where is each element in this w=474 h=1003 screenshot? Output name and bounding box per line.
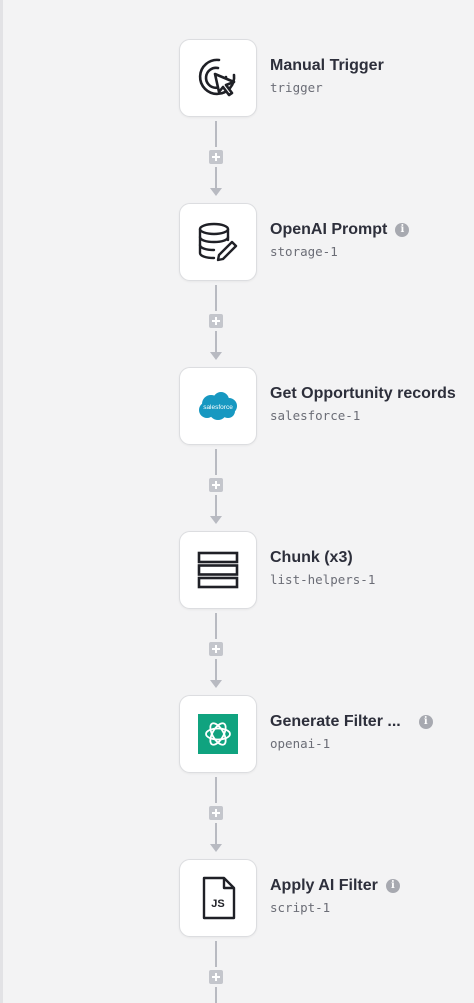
- node-title: Get Opportunity records: [270, 385, 456, 402]
- workflow-node-get-opportunity-records[interactable]: salesforce Get Opportunity records sales…: [179, 367, 474, 445]
- connector: [206, 449, 226, 525]
- node-id: storage-1: [270, 244, 338, 259]
- openai-logo-icon: [198, 714, 238, 754]
- add-step-button[interactable]: [209, 314, 223, 328]
- database-edit-icon: [198, 222, 238, 262]
- node-id: openai-1: [270, 736, 331, 751]
- cursor-click-icon: [198, 58, 236, 97]
- workflow-node-manual-trigger[interactable]: Manual Trigger trigger: [179, 39, 474, 117]
- node-icon-card[interactable]: [179, 531, 257, 609]
- info-icon[interactable]: i: [395, 223, 410, 237]
- add-step-button[interactable]: [209, 970, 223, 984]
- node-icon-card[interactable]: JS: [179, 859, 257, 937]
- list-rows-icon: [197, 551, 239, 589]
- node-id: script-1: [270, 900, 331, 915]
- workflow-node-generate-filter[interactable]: Generate Filter ...i openai-1: [179, 695, 474, 773]
- node-id: list-helpers-1: [270, 572, 376, 587]
- node-icon-card[interactable]: [179, 695, 257, 773]
- connector: [206, 613, 226, 689]
- connector: [206, 777, 226, 853]
- arrow-down-icon: [210, 680, 222, 688]
- node-icon-card[interactable]: [179, 203, 257, 281]
- add-step-button[interactable]: [209, 478, 223, 492]
- add-step-button[interactable]: [209, 806, 223, 820]
- node-title: Chunk (x3): [270, 549, 353, 566]
- workflow-node-chunk[interactable]: Chunk (x3) list-helpers-1: [179, 531, 474, 609]
- salesforce-logo-icon: salesforce: [199, 392, 237, 420]
- add-step-button[interactable]: [209, 150, 223, 164]
- canvas-left-edge: [0, 0, 3, 1003]
- info-icon[interactable]: i: [385, 879, 400, 893]
- add-step-button[interactable]: [209, 642, 223, 656]
- arrow-down-icon: [210, 844, 222, 852]
- node-title: Generate Filter ...i: [270, 713, 433, 731]
- node-icon-card[interactable]: salesforce: [179, 367, 257, 445]
- connector: [206, 941, 226, 1003]
- node-title: Manual Trigger: [270, 57, 384, 74]
- js-file-icon: JS: [202, 876, 236, 920]
- arrow-down-icon: [210, 352, 222, 360]
- salesforce-logo-text: salesforce: [203, 404, 233, 411]
- arrow-down-icon: [210, 188, 222, 196]
- node-id: salesforce-1: [270, 408, 361, 423]
- info-icon[interactable]: i: [418, 715, 433, 729]
- node-icon-card[interactable]: [179, 39, 257, 117]
- arrow-down-icon: [210, 516, 222, 524]
- connector: [206, 121, 226, 197]
- js-badge-text: JS: [211, 898, 224, 910]
- node-id: trigger: [270, 80, 323, 95]
- connector: [206, 285, 226, 361]
